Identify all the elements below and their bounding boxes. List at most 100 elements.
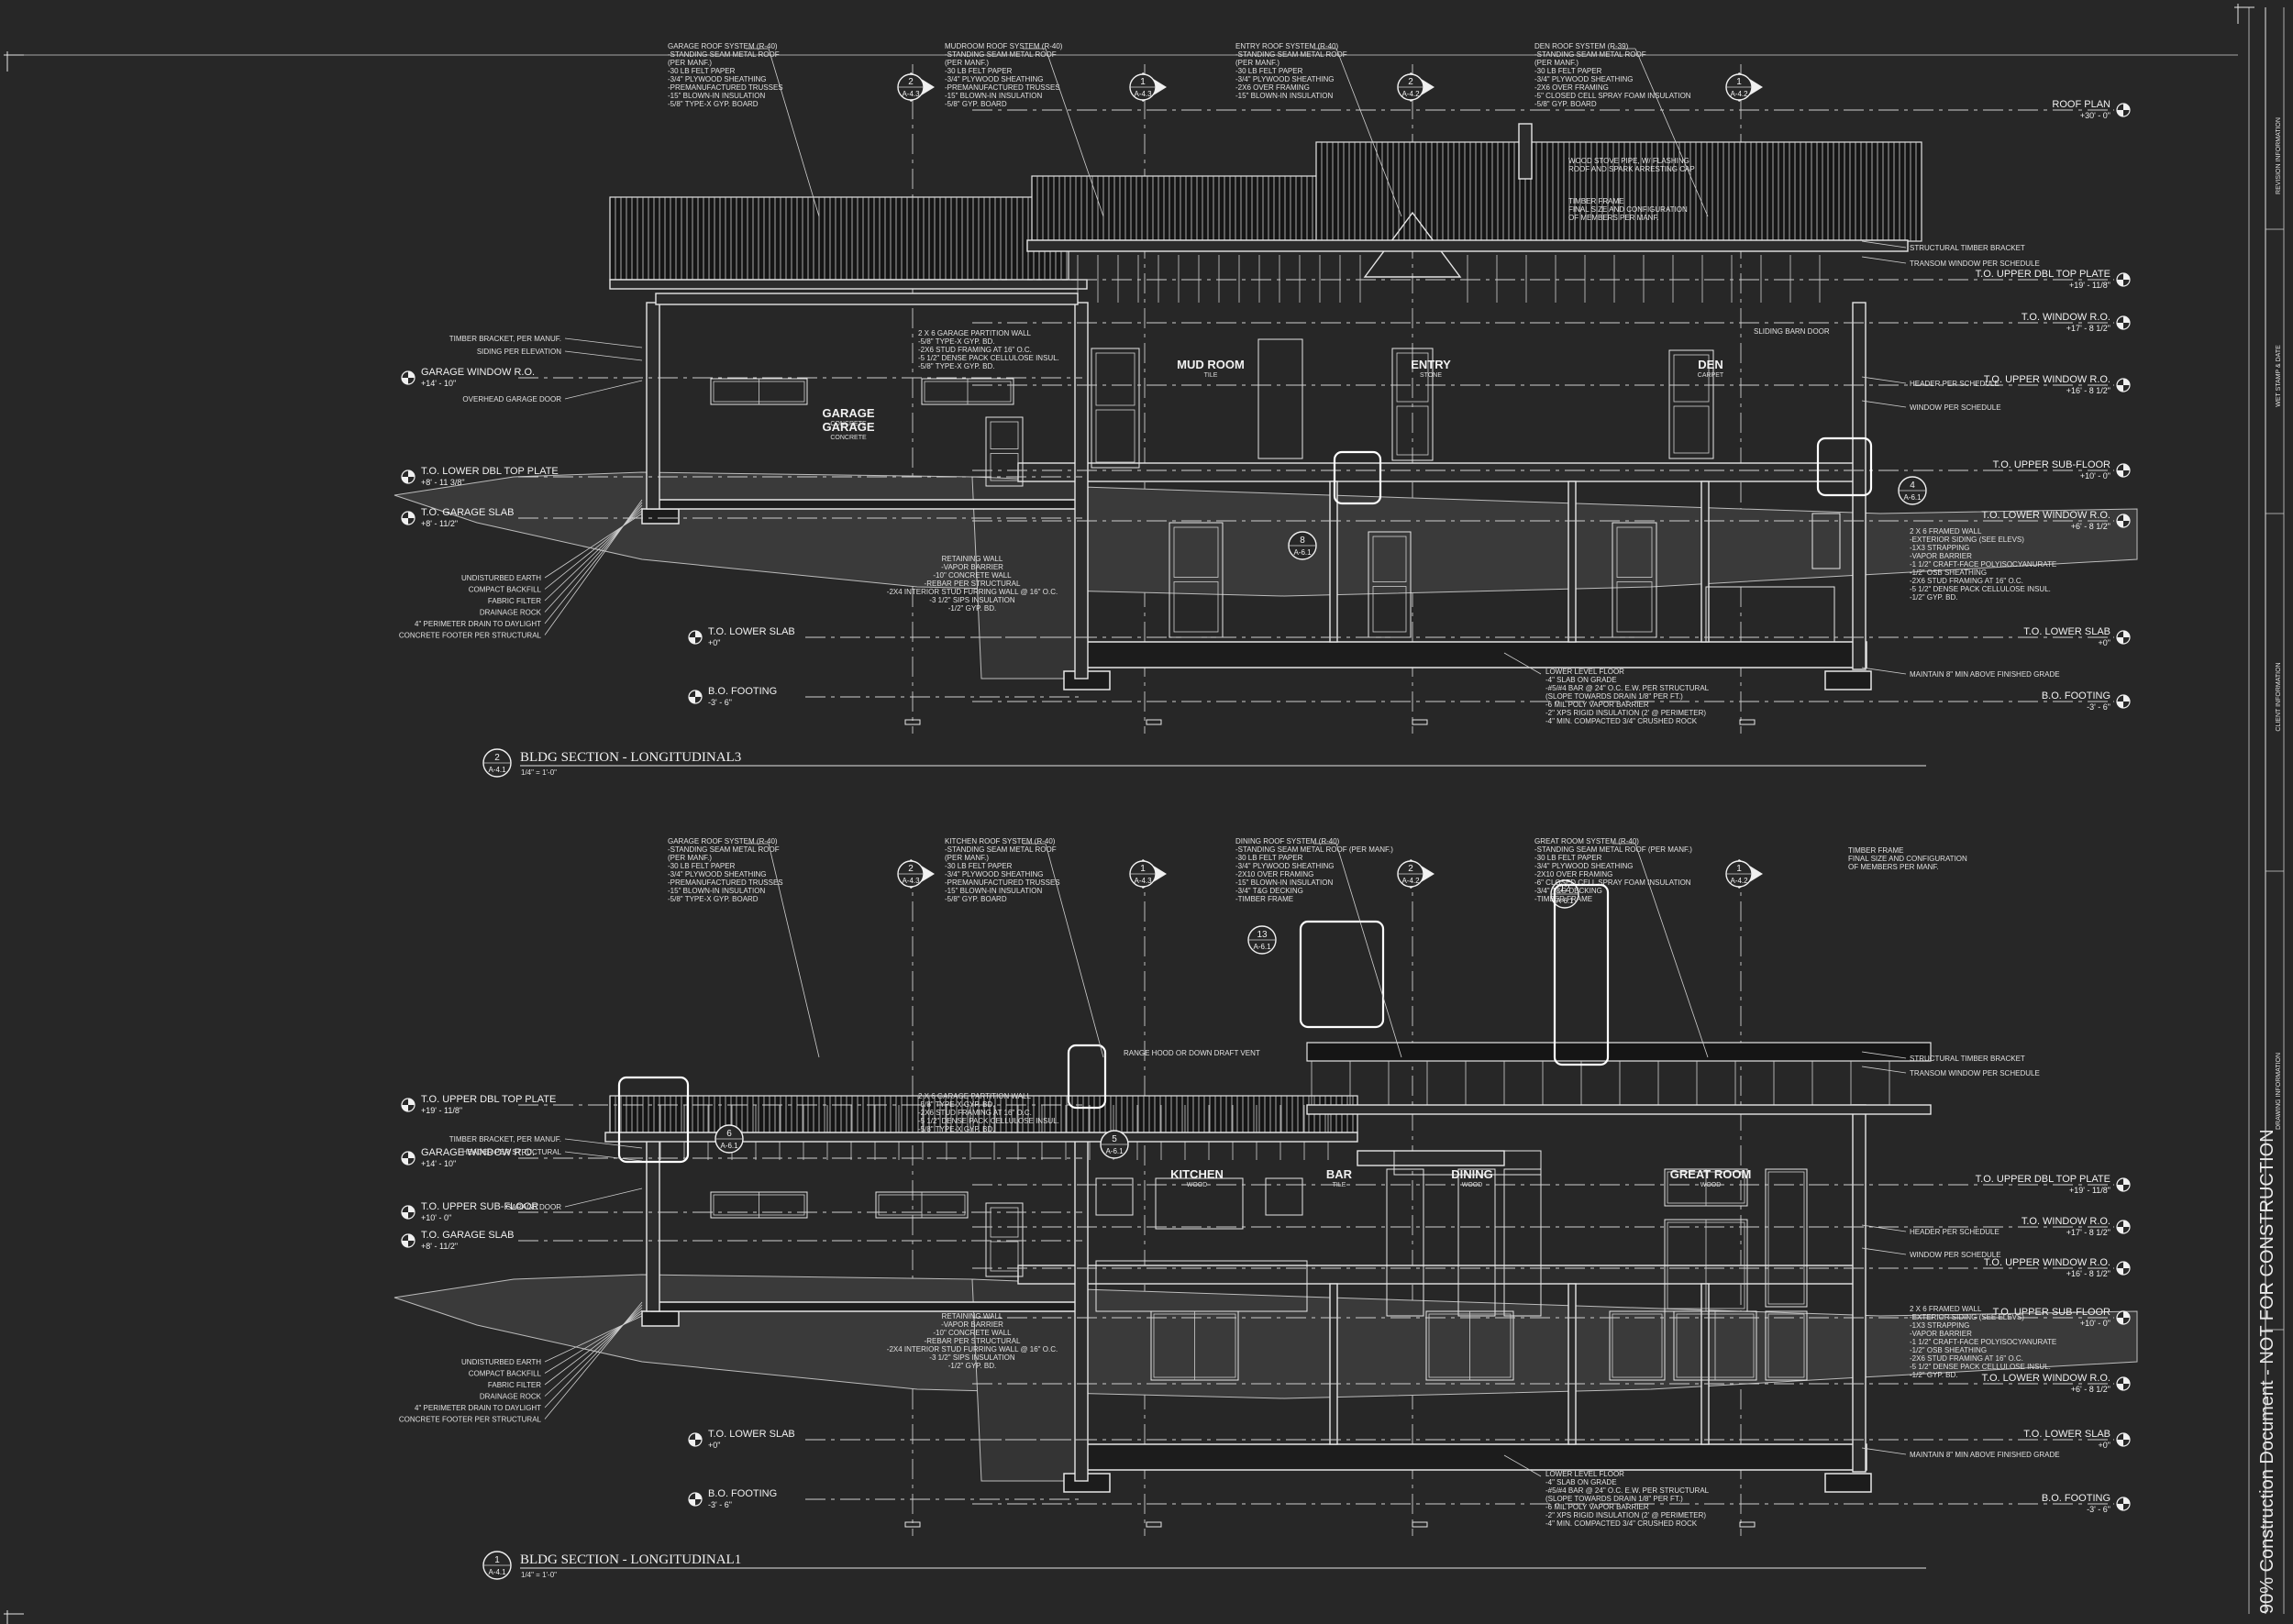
detail-sheet-ref: A-6.1 (1903, 493, 1922, 502)
level-value: +16' - 8 1/2" (2066, 1269, 2110, 1278)
note-line: -3/4" PLYWOOD SHEATHING (668, 870, 766, 878)
upper-cabinet (1095, 1177, 1134, 1216)
note-line: GARAGE ROOF SYSTEM (R-40) (668, 42, 778, 50)
note-line: -30 LB FELT PAPER (945, 67, 1013, 75)
note-line: -6 MIL POLY VAPOR BARRIER (1545, 1503, 1649, 1511)
level-marker: T.O. GARAGE SLAB+8' - 11/2" (401, 507, 514, 528)
note-line: -5/8" TYPE-X GYP. BOARD (668, 895, 759, 903)
leader-line (1861, 400, 1907, 408)
note-line: -TIMBER FRAME (1235, 895, 1293, 903)
lower-floor-note: LOWER LEVEL FLOOR-4" SLAB ON GRADE-#5/#4… (1545, 668, 1710, 725)
grid-marker (1412, 719, 1428, 725)
level-marker: T.O. UPPER SUB-FLOOR+10' - 0" (1993, 1307, 2131, 1328)
level-name: ROOF PLAN (2052, 99, 2110, 110)
tall-window (1503, 1168, 1542, 1317)
note-line: (SLOPE TOWARDS DRAIN 1/8" PER FT.) (1545, 692, 1683, 701)
roof-system-note: GARAGE ROOF SYSTEM (R-40)-STANDING SEAM … (668, 837, 783, 903)
level-marker: T.O. LOWER SLAB+0" (2023, 1429, 2131, 1450)
leader-line (544, 1301, 643, 1420)
level-marker: T.O. LOWER SLAB+0" (688, 1429, 795, 1450)
level-value: -3' - 6" (708, 1500, 732, 1509)
section-title-text: BLDG SECTION - LONGITUDINAL3 (520, 750, 741, 765)
level-marker: T.O. UPPER DBL TOP PLATE+19' - 11/8" (401, 1094, 556, 1115)
note-line: MUDROOM ROOF SYSTEM (R-40) (945, 42, 1063, 50)
door-panel-upper (1095, 352, 1135, 406)
note-line: -PREMANUFACTURED TRUSSES (945, 878, 1060, 887)
note-line: WOOD STOVE PIPE, W/ FLASHING (1568, 157, 1689, 165)
right-note: HEADER PER SCHEDULE (1910, 1228, 1999, 1236)
level-value: +14' - 10" (421, 379, 456, 388)
note-line: -STANDING SEAM METAL ROOF (1534, 50, 1646, 59)
note-line: 2 X 6 GARAGE PARTITION WALL (918, 1092, 1032, 1100)
level-target-fill (689, 1433, 702, 1446)
building-section-lower: GARAGECONCRETEKITCHENWOODBARTILEDININGWO… (393, 406, 2138, 1580)
detail-sheet-ref: A-6.1 (1556, 897, 1574, 905)
left-note: CONCRETE FOOTER PER STRUCTURAL (399, 1416, 542, 1424)
tag-number: 2 (1408, 77, 1413, 87)
note-line: -3/4" PLYWOOD SHEATHING (1534, 862, 1633, 870)
note-line: -5 1/2" DENSE PACK CELLULOSE INSUL. (1910, 585, 2051, 593)
door-frame (1391, 348, 1434, 461)
note-line: -2X10 OVER FRAMING (1534, 870, 1612, 878)
detail-sheet-ref: A-6.1 (1105, 1147, 1124, 1155)
leader-line (564, 1138, 643, 1149)
window (1425, 1310, 1514, 1381)
garage-ceiling-band (655, 293, 1079, 305)
sheet-status-text: 90% Construction Document - NOT FOR CONS… (2257, 1129, 2277, 1614)
detail-highlight (617, 1076, 690, 1164)
range-hood-note: RANGE HOOD OR DOWN DRAFT VENT (1124, 1049, 1260, 1057)
note-line: -1X3 STRAPPING (1910, 544, 1969, 552)
grid-marker (1146, 719, 1162, 725)
note-line: -#5/#4 BAR @ 24" O.C. E.W. PER STRUCTURA… (1545, 1486, 1710, 1495)
level-marker: T.O. WINDOW R.O.+17' - 8 1/2" (2022, 1216, 2131, 1237)
right-note: TRANSOM WINDOW PER SCHEDULE (1910, 1069, 2040, 1077)
note-line: -30 LB FELT PAPER (1235, 67, 1303, 75)
note-line: -1X3 STRAPPING (1910, 1321, 1969, 1330)
note-line: -4" SLAB ON GRADE (1545, 1478, 1617, 1486)
level-target-fill (2117, 1497, 2130, 1510)
level-name: T.O. LOWER SLAB (2023, 626, 2110, 637)
roof-system-note: KITCHEN ROOF SYSTEM (R-40)-STANDING SEAM… (945, 837, 1060, 903)
level-marker: B.O. FOOTING-3' - 6" (688, 1488, 777, 1509)
left-note: CONCRETE FOOTER PER STRUCTURAL (399, 632, 542, 640)
level-value: +6' - 8 1/2" (2071, 1385, 2110, 1394)
left-note: COMPACT BACKFILL (469, 586, 542, 594)
section-title-text: BLDG SECTION - LONGITUDINAL1 (520, 1552, 741, 1567)
right-note: WINDOW PER SCHEDULE (1910, 1251, 2001, 1259)
note-line: OF MEMBERS PER MANF. (1568, 214, 1659, 222)
left-note: UNDISTURBED EARTH (461, 574, 541, 582)
door-panel-upper (1173, 526, 1219, 578)
level-marker: T.O. LOWER SLAB+0" (2023, 626, 2131, 647)
note-line: -2X6 STUD FRAMING AT 16" O.C. (1910, 577, 2023, 585)
room-name: MUD ROOM (1177, 358, 1245, 371)
note-line: (SLOPE TOWARDS DRAIN 1/8" PER FT.) (1545, 1495, 1683, 1503)
note-line: -15" BLOWN-IN INSULATION (945, 887, 1042, 895)
window-frame (1765, 1168, 1808, 1308)
cabinet (1257, 338, 1303, 459)
section-callout-tag: 2A-4.3 (897, 859, 935, 889)
right-note: STRUCTURAL TIMBER BRACKET (1910, 1055, 2025, 1063)
retaining-wall-note: RETAINING WALL-VAPOR BARRIER-10" CONCRET… (887, 1312, 1058, 1370)
note-line: TIMBER FRAME (1568, 197, 1623, 205)
room-name: DEN (1698, 358, 1723, 371)
level-target-fill (402, 512, 415, 525)
note-line: -2X4 INTERIOR STUD FURRING WALL @ 16" O.… (887, 1345, 1058, 1353)
room-finish: CONCRETE (830, 435, 867, 441)
garage-slab (650, 1301, 1083, 1312)
tag-sheet-ref: A-4.3 (902, 877, 920, 885)
note-line: -5" CLOSED CELL SPRAY FOAM INSULATION (1534, 92, 1691, 100)
door-frame (985, 1202, 1024, 1277)
level-marker: ROOF PLAN+30' - 0" (2052, 99, 2131, 120)
left-note: DRAINAGE ROCK (480, 1393, 542, 1401)
lower-slab (1086, 1443, 1867, 1471)
level-value: +8' - 11/2" (421, 1242, 458, 1251)
level-name: T.O. LOWER SLAB (708, 1429, 795, 1440)
note-line: -#5/#4 BAR @ 24" O.C. E.W. PER STRUCTURA… (1545, 684, 1710, 692)
title-number: 1 (494, 1555, 500, 1565)
level-target-fill (2117, 104, 2130, 116)
